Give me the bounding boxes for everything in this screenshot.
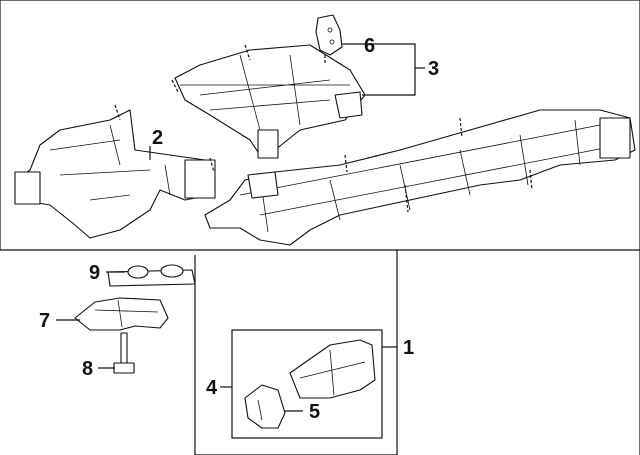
callout-4: 4 [206, 377, 218, 399]
small-bracket-icon [315, 14, 343, 64]
callout-7: 7 [39, 310, 50, 332]
bolt-icon [113, 332, 135, 374]
rear-subframe-icon [171, 44, 366, 159]
leader-lines [56, 43, 425, 412]
cradle-bracket-icon [74, 297, 169, 331]
main-frame-icon [204, 109, 636, 246]
callout-2: 2 [152, 127, 163, 149]
callout-5: 5 [309, 401, 320, 423]
inset-box [231, 329, 383, 439]
callout-8: 8 [82, 358, 93, 380]
callout-9: 9 [89, 262, 100, 284]
plate-bracket-icon [244, 384, 286, 429]
callout-3: 3 [428, 58, 439, 80]
insulator-pads-icon [107, 264, 196, 287]
callout-6: 6 [364, 35, 375, 57]
frame-extension-icon [289, 339, 376, 399]
callout-1: 1 [403, 337, 414, 359]
front-subframe-icon [14, 104, 216, 239]
